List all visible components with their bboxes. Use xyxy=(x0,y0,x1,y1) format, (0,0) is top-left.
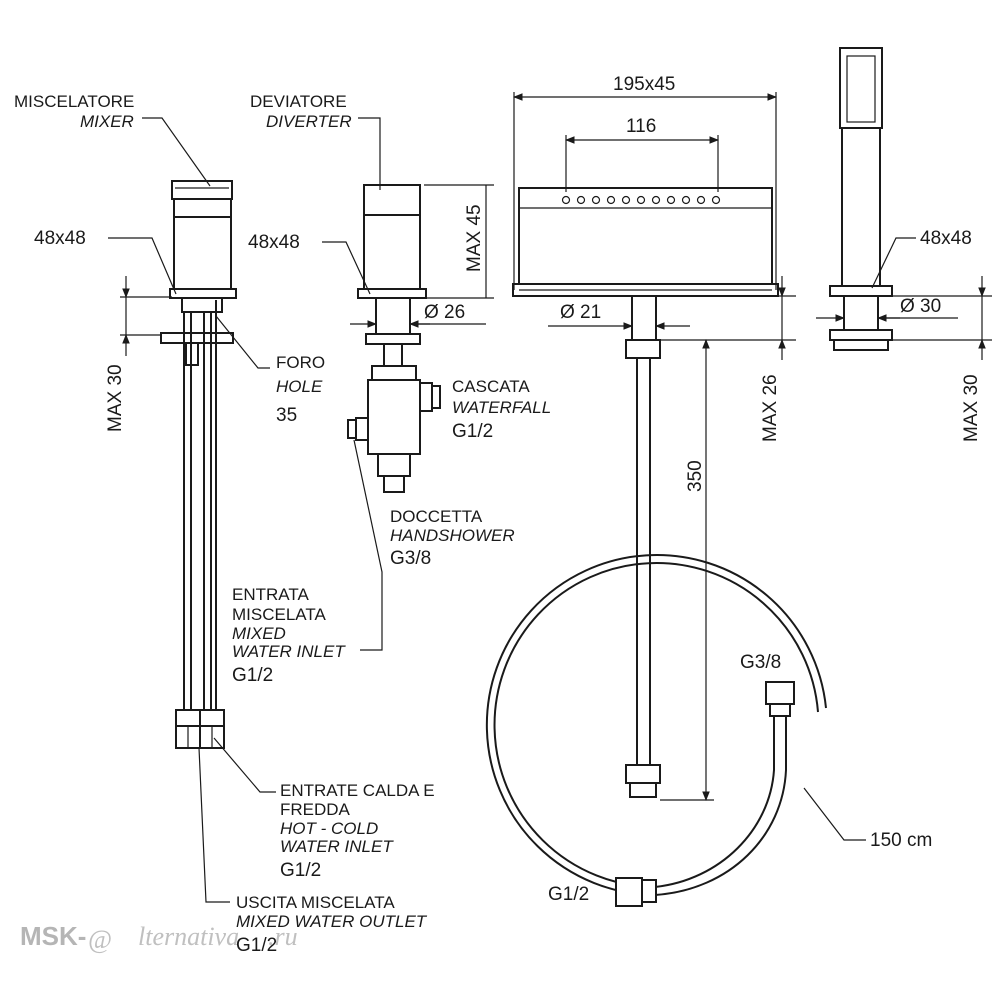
mixer-nut-right xyxy=(199,709,225,727)
handshower-base xyxy=(829,329,893,341)
diverter-dim-top: 48x48 xyxy=(248,232,300,253)
hose-length: 150 cm xyxy=(870,830,932,851)
mixer-dim-height: MAX 30 xyxy=(105,364,126,432)
mixer-base xyxy=(169,288,237,299)
diverter-waterfall-en: WATERFALL xyxy=(452,398,551,417)
mixer-label-en: MIXER xyxy=(80,112,134,131)
hose-bottom-fitting xyxy=(615,877,643,907)
diverter-drawing xyxy=(347,184,441,493)
spout-top-nut xyxy=(625,339,661,359)
mixer-inlet-en-2: WATER INLET xyxy=(232,642,346,661)
mixer-outlet-it: USCITA MISCELATA xyxy=(236,893,395,912)
diverter-waterfall-it: CASCATA xyxy=(452,377,530,396)
spout-bottom-nut xyxy=(625,764,661,784)
hose-thread-top: G3/8 xyxy=(740,652,781,673)
mixer-hole-en: HOLE xyxy=(276,377,323,396)
mixer-body xyxy=(173,216,232,290)
diverter-handshower-it: DOCCETTA xyxy=(390,507,483,526)
mixer-hole-value: 35 xyxy=(276,405,297,426)
mixer-hotcold-en-1: HOT - COLD xyxy=(280,819,378,838)
diverter-handshower-port xyxy=(355,417,369,441)
handshower-dim-top: 48x48 xyxy=(920,228,972,249)
mixer-hotcold-thread: G1/2 xyxy=(280,860,321,881)
handshower-dim-diam: Ø 30 xyxy=(900,296,941,317)
watermark: MSK- @ lternativa .ru xyxy=(20,921,298,954)
diverter-knob xyxy=(363,184,421,216)
handshower-handle xyxy=(841,127,881,287)
mixer-inlet-en-1: MIXED xyxy=(232,624,286,643)
mixer-label-it: MISCELATORE xyxy=(14,92,134,111)
mixer-dim-top: 48x48 xyxy=(34,228,86,249)
diverter-handshower-en: HANDSHOWER xyxy=(390,526,515,545)
mixer-inlet-it-2: MISCELATA xyxy=(232,605,326,624)
mixer-outlet-en: MIXED WATER OUTLET xyxy=(236,912,428,931)
watermark-at: @ xyxy=(88,925,112,954)
diverter-waterfall-thread: G1/2 xyxy=(452,421,493,442)
mixer-washer xyxy=(160,332,234,344)
mixer-outlet-thread: G1/2 xyxy=(236,935,277,956)
handshower-drawing xyxy=(829,47,893,351)
diverter-label-en: DIVERTER xyxy=(266,112,352,131)
diverter-dim-height: MAX 45 xyxy=(464,204,485,272)
mixer-drawing xyxy=(160,180,237,749)
handshower-hose xyxy=(485,554,827,907)
mixer-inlet-it-1: ENTRATA xyxy=(232,585,309,604)
mixer-hole-it: FORO xyxy=(276,353,325,372)
spout-dim-length: 350 xyxy=(685,460,706,492)
diverter-waterfall-port xyxy=(419,382,433,412)
diverter-handshower-thread: G3/8 xyxy=(390,548,431,569)
spout-dim-width: 195x45 xyxy=(613,74,675,95)
mixer-inlet-thread: G1/2 xyxy=(232,665,273,686)
diverter-valve-block xyxy=(367,379,421,455)
handshower-dim-height: MAX 30 xyxy=(961,374,982,442)
diverter-dim-diam: Ø 26 xyxy=(424,302,465,323)
watermark-left: MSK- xyxy=(20,921,86,951)
mixer-hotcold-it-1: ENTRATE CALDA E xyxy=(280,781,435,800)
watermark-suffix: .ru xyxy=(268,922,298,951)
spout-dim-diam: Ø 21 xyxy=(560,302,601,323)
diverter-body xyxy=(363,214,421,290)
spout-body xyxy=(518,187,773,285)
hose-top-fitting xyxy=(765,681,795,705)
hose-thread-bottom: G1/2 xyxy=(548,884,589,905)
mixer-lever xyxy=(171,180,233,200)
mixer-nut-left xyxy=(175,709,201,727)
mixer-hotcold-en-2: WATER INLET xyxy=(280,837,394,856)
spout-holes xyxy=(561,195,721,205)
spout-drawing xyxy=(512,187,779,798)
handshower-head xyxy=(839,47,883,129)
watermark-right: lternativa xyxy=(138,922,239,951)
spout-dim-inner: 116 xyxy=(626,116,656,137)
diverter-label-it: DEVIATORE xyxy=(250,92,347,111)
mixer-hotcold-it-2: FREDDA xyxy=(280,800,351,819)
spout-dim-height: MAX 26 xyxy=(760,374,781,442)
